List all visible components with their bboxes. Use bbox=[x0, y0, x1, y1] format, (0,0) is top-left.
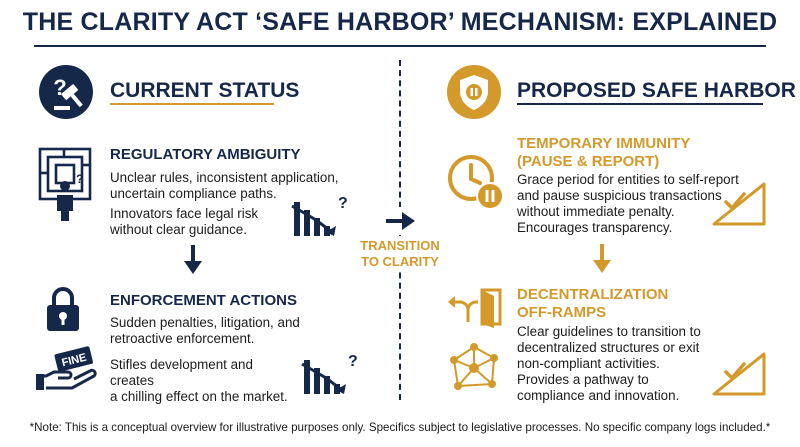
regulatory-ambiguity-text-2: Innovators face legal risk without clear… bbox=[110, 206, 259, 237]
svg-text:?: ? bbox=[338, 195, 348, 212]
svg-text:?: ? bbox=[76, 172, 83, 186]
current-status-heading: CURRENT STATUS bbox=[110, 79, 300, 102]
fine-label: FINE bbox=[61, 352, 88, 370]
enforcement-actions-title: ENFORCEMENT ACTIONS bbox=[110, 292, 297, 309]
rising-check-icon-2 bbox=[712, 350, 766, 396]
right-arrow-center bbox=[386, 207, 416, 235]
proposed-safe-harbor-heading: PROPOSED SAFE HARBOR bbox=[517, 79, 796, 102]
regulatory-ambiguity-text-1: Unclear rules, inconsistent application,… bbox=[110, 170, 339, 201]
down-arrow-right bbox=[592, 244, 612, 274]
temporary-immunity-title: TEMPORARY IMMUNITY (PAUSE & REPORT) bbox=[517, 135, 691, 170]
network-nodes-icon bbox=[448, 342, 500, 394]
regulatory-ambiguity-title: REGULATORY AMBIGUITY bbox=[110, 146, 301, 163]
temporary-immunity-text: Grace period for entities to self-report… bbox=[517, 172, 739, 235]
fine-ticket-hand-icon: FINE bbox=[34, 346, 104, 392]
enforcement-actions-text-1: Sudden penalties, litigation, and retroa… bbox=[110, 315, 300, 346]
svg-text:?: ? bbox=[348, 353, 358, 370]
maze-person-icon: ? bbox=[36, 145, 94, 223]
footnote: *Note: This is a conceptual overview for… bbox=[29, 421, 771, 434]
declining-chart-question-icon: ? bbox=[290, 192, 352, 240]
transition-label: TRANSITION TO CLARITY bbox=[352, 236, 448, 272]
declining-chart-question-icon-2: ? bbox=[300, 350, 362, 398]
exit-door-arrows-icon bbox=[446, 288, 506, 328]
current-status-underline bbox=[110, 103, 274, 105]
gavel-question-icon: ? bbox=[38, 64, 94, 120]
clock-pause-icon bbox=[446, 152, 506, 212]
title-underline bbox=[34, 45, 766, 47]
down-arrow-left bbox=[183, 245, 203, 275]
proposed-safe-harbor-underline bbox=[517, 103, 763, 105]
page-title: THE CLARITY ACT ‘SAFE HARBOR’ MECHANISM:… bbox=[22, 8, 778, 36]
decentralization-text: Clear guidelines to transition to decent… bbox=[517, 324, 701, 403]
rising-check-icon bbox=[712, 180, 766, 226]
enforcement-actions-text-2: Stifles development and creates a chilli… bbox=[110, 357, 288, 404]
shield-pause-icon bbox=[446, 64, 502, 120]
decentralization-off-ramps-title: DECENTRALIZATION OFF-RAMPS bbox=[517, 286, 669, 321]
padlock-icon bbox=[44, 286, 82, 332]
